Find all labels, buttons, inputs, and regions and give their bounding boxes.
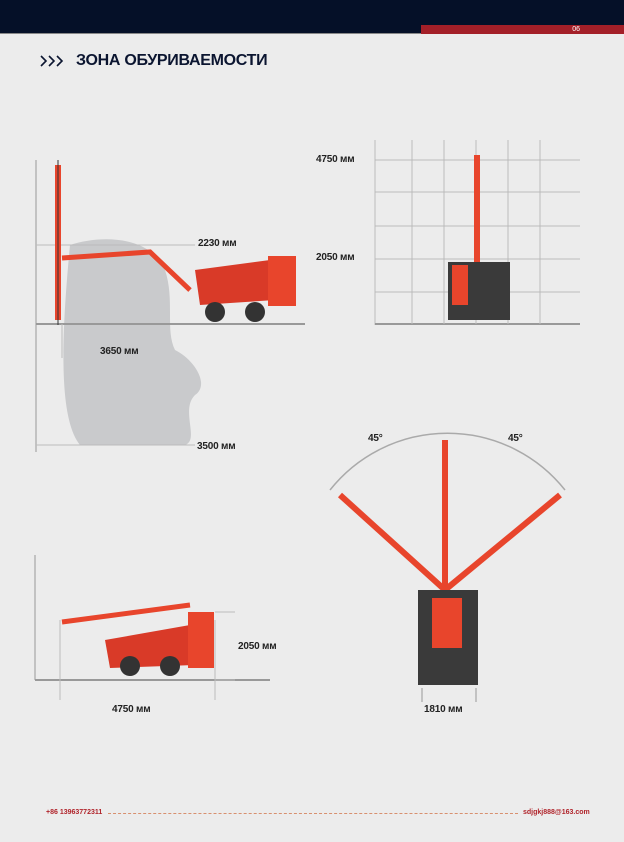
page-header: 06 [0, 0, 624, 34]
page-title: ЗОНА ОБУРИВАЕМОСТИ [76, 52, 268, 69]
transport-length-label: 4750 мм [112, 704, 151, 715]
front-top-label: 4750 мм [316, 154, 355, 165]
footer-phone: +86 13963772311 [46, 809, 103, 816]
section-title: ЗОНА ОБУРИВАЕМОСТИ [40, 52, 268, 70]
front-mid-label: 2050 мм [316, 252, 355, 263]
chevrons-icon [40, 55, 64, 67]
top-view-diagram [329, 432, 566, 702]
right-angle-label: 45° [508, 433, 523, 444]
top-width-label: 1810 мм [424, 704, 463, 715]
left-angle-label: 45° [368, 433, 383, 444]
footer-divider [108, 813, 518, 814]
side-reach-label: 3650 мм [100, 346, 139, 357]
side-height-label: 2230 мм [198, 238, 237, 249]
front-view-diagram [374, 140, 580, 325]
side-view-diagram [35, 160, 305, 452]
side-depth-label: 3500 мм [197, 441, 236, 452]
transport-height-label: 2050 мм [238, 641, 277, 652]
page-number: 06 [421, 25, 624, 34]
footer-email: sdjgkj888@163.com [523, 809, 590, 816]
transport-view-diagram [34, 555, 270, 700]
